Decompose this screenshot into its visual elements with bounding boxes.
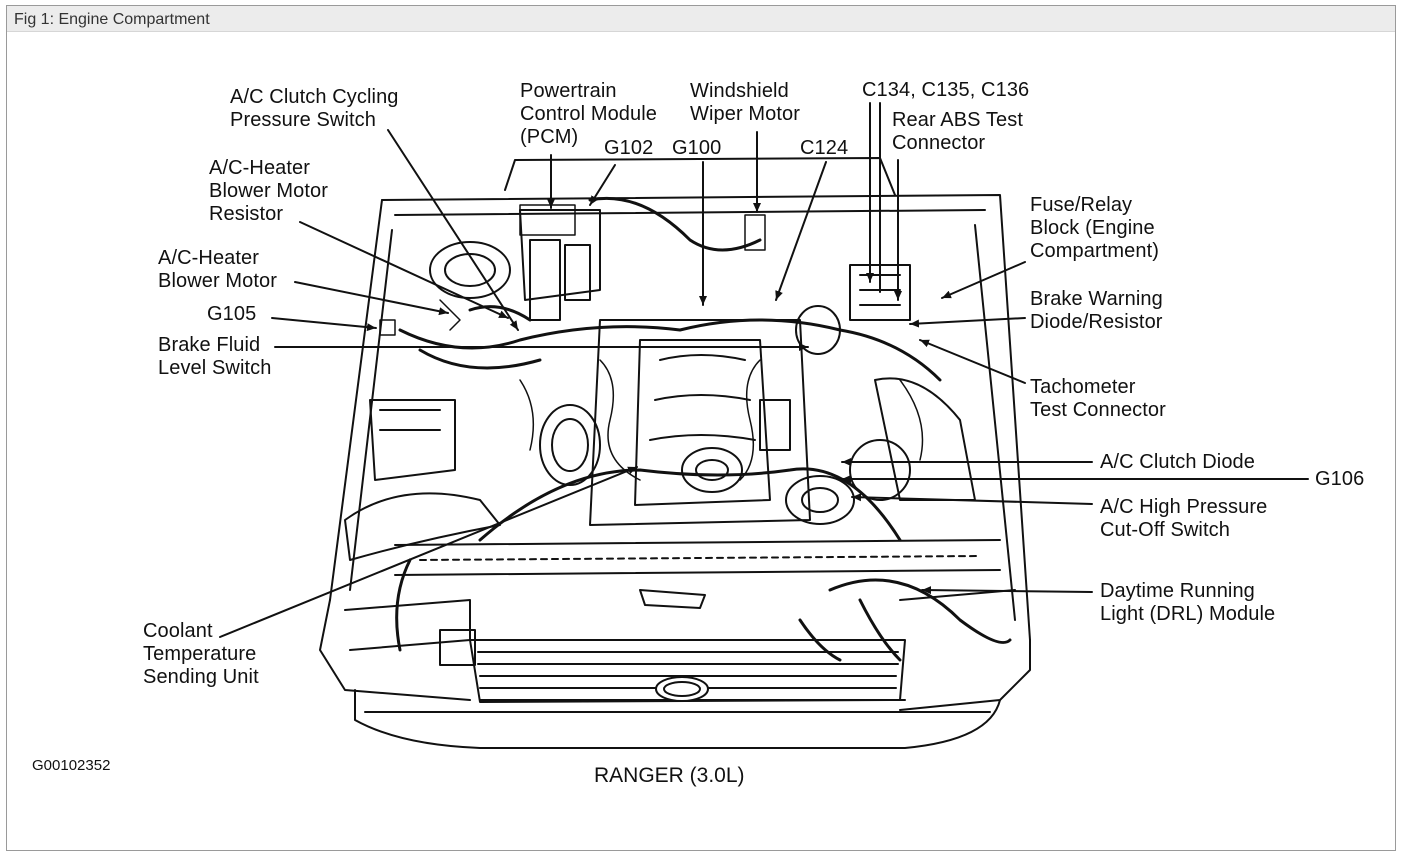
label-ac-clutch-cycling-pressure-switch: A/C Clutch Cycling Pressure Switch [230, 86, 399, 131]
figure-caption: Fig 1: Engine Compartment [14, 11, 210, 28]
label-powertrain-control-module: Powertrain Control Module (PCM) [520, 80, 658, 148]
label-coolant-temperature-sending-unit: Coolant Temperature Sending Unit [143, 620, 259, 688]
label-windshield-wiper-motor: Windshield Wiper Motor [690, 80, 801, 125]
leader-lines [219, 102, 1309, 638]
vehicle-body-outline [319, 157, 1031, 749]
label-g100: G100 [672, 137, 722, 159]
label-g105: G105 [207, 303, 257, 325]
figure-caption-bar: Fig 1: Engine Compartment [7, 6, 1395, 32]
label-daytime-running-light-module: Daytime Running Light (DRL) Module [1100, 580, 1276, 625]
label-brake-warning-diode-resistor: Brake Warning Diode/Resistor [1030, 288, 1163, 333]
air-cleaner [344, 209, 601, 561]
figure-id: G00102352 [32, 757, 111, 774]
label-g106: G106 [1315, 468, 1365, 490]
label-connectors-c134-c135-c136: C134, C135, C136 [862, 79, 1030, 101]
label-ac-clutch-diode: A/C Clutch Diode [1100, 451, 1255, 473]
wiring-detail [379, 204, 924, 481]
label-ac-high-pressure-cutoff-switch: A/C High Pressure Cut-Off Switch [1100, 496, 1268, 541]
radiator-support [394, 539, 1001, 609]
label-brake-fluid-level-switch: Brake Fluid Level Switch [158, 334, 272, 379]
engine-block [539, 305, 855, 526]
label-ac-heater-blower-motor: A/C-Heater Blower Motor [158, 247, 278, 292]
label-g102: G102 [604, 137, 654, 159]
label-fuse-relay-block: Fuse/Relay Block (Engine Compartment) [1030, 194, 1160, 262]
label-rear-abs-test-connector: Rear ABS Test Connector [892, 109, 1023, 154]
label-c124: C124 [800, 137, 849, 159]
label-ac-heater-blower-motor-resistor: A/C-Heater Blower Motor Resistor [209, 157, 329, 225]
model-label: RANGER (3.0L) [594, 764, 745, 787]
label-tachometer-test-connector: Tachometer Test Connector [1030, 376, 1166, 421]
fuse-box-area [849, 264, 976, 501]
figure-frame: Fig 1: Engine Compartment [6, 5, 1396, 851]
